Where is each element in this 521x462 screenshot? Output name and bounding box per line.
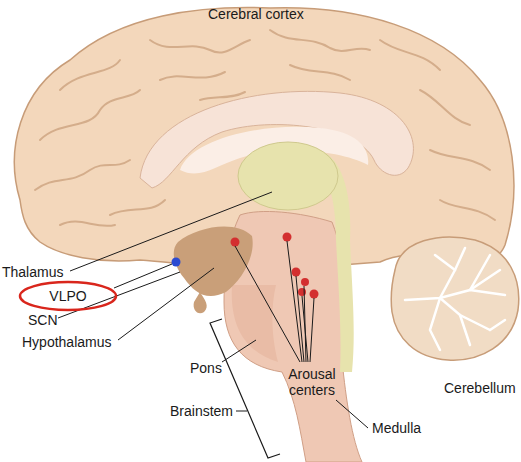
scn-dot [172, 258, 181, 267]
pons-bulge [232, 285, 278, 362]
region-label: SCN [28, 312, 58, 328]
pituitary [194, 292, 207, 313]
gyri-lines [35, 30, 495, 226]
region-label: Medulla [372, 420, 421, 436]
arbor-vitae [405, 248, 505, 350]
region-label: Cerebellum [444, 380, 516, 396]
region-label: Thalamus [2, 264, 63, 280]
region-label: Arousal centers [270, 366, 354, 398]
region-label: Cerebral cortex [208, 6, 304, 22]
leader-lines [58, 192, 368, 428]
hypothalamus-shape [174, 227, 253, 296]
region-label: Brainstem [170, 403, 233, 419]
cerebellum-shape [391, 237, 519, 360]
highlight-ellipse: VLPO [18, 280, 118, 312]
region-label: Hypothalamus [22, 334, 112, 350]
highlighted-label: VLPO [18, 288, 118, 304]
region-label: Pons [190, 360, 222, 376]
arousal-dots [231, 233, 319, 299]
brainstem-bracket [210, 319, 280, 458]
